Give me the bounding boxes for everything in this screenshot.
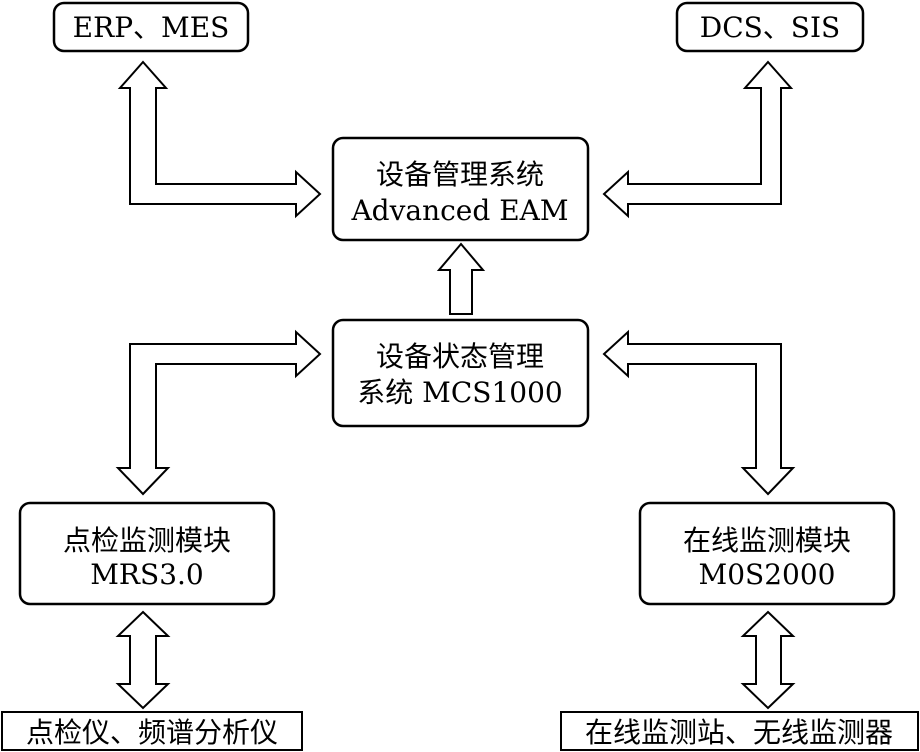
mcs-box (331, 318, 590, 428)
mrs-label-line1: 点检监测模块 (63, 524, 231, 557)
eam-label-line2: Advanced EAM (350, 194, 568, 227)
eam-box (331, 136, 590, 242)
dcs-sis-box (675, 1, 865, 53)
mcs-label-line2: 系统 MCS1000 (357, 376, 562, 409)
arrow-erp-eam (117, 60, 322, 219)
mcs-label-line1: 设备状态管理 (376, 340, 544, 373)
arrow-mcs-eam (436, 242, 486, 315)
mrs-box (18, 501, 276, 606)
stations-label: 在线监测站、无线监测器 (585, 716, 893, 749)
stations-box (560, 711, 919, 751)
instruments-label: 点检仪、频谱分析仪 (26, 716, 278, 749)
arrow-mrs-instruments (115, 610, 171, 710)
mos-box (638, 501, 896, 606)
erp-mes-label: ERP、MES (73, 11, 230, 44)
eam-label-line1: 设备管理系统 (376, 158, 544, 191)
arrow-mcs-mrs (115, 329, 322, 496)
mos-label-line1: 在线监测模块 (683, 524, 851, 557)
arrow-dcs-eam (602, 60, 794, 219)
instruments-box (1, 711, 303, 751)
arrow-mos-stations (740, 610, 796, 710)
mrs-label-line2: MRS3.0 (90, 558, 203, 591)
dcs-sis-label: DCS、SIS (700, 11, 840, 44)
mos-label-line2: M0S2000 (699, 558, 836, 591)
erp-mes-box (52, 1, 250, 53)
arrow-mcs-mos (602, 329, 796, 496)
